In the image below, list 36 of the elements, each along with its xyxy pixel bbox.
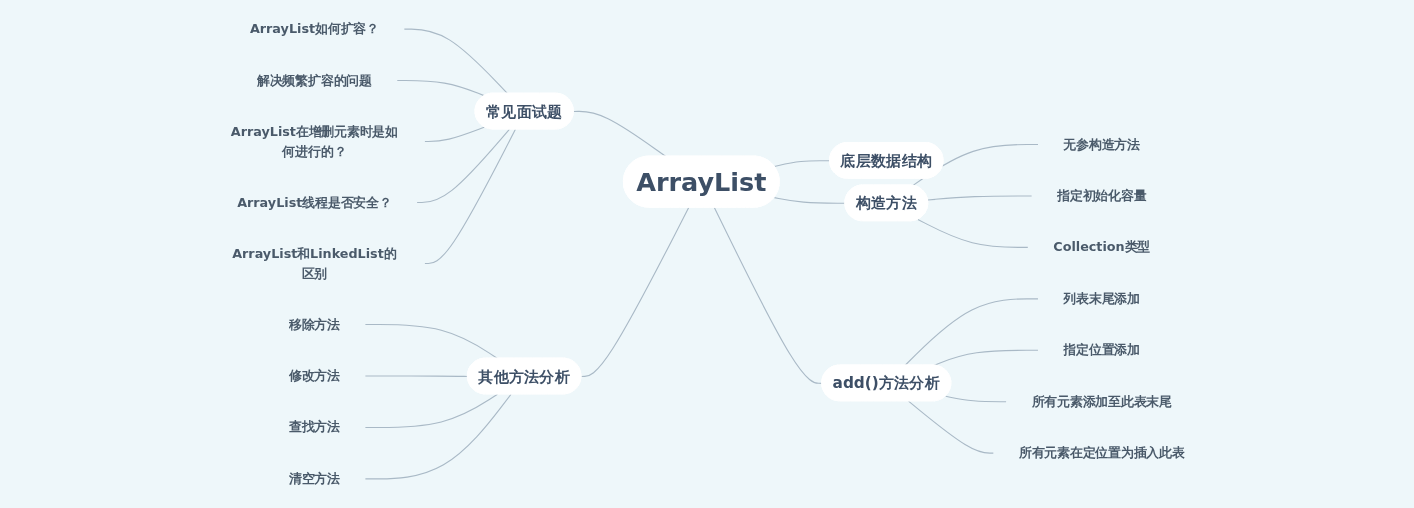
node-text: 列表末尾添加: [1063, 290, 1140, 307]
node-text: 指定初始化容量: [1057, 188, 1147, 204]
connector: [917, 218, 1029, 248]
node-text: 解决频繁扩容的问题: [256, 72, 372, 88]
connector: [907, 400, 994, 454]
node-text: 指定位置添加: [1063, 342, 1140, 358]
node-text: ArrayList线程是否安全？: [237, 194, 392, 210]
connector: [713, 207, 823, 384]
connector: [773, 197, 846, 204]
connector: [904, 298, 1039, 367]
connector: [927, 195, 1033, 201]
connector: [933, 349, 1039, 367]
connector: [364, 375, 469, 377]
node-text: Collection类型: [1053, 239, 1151, 255]
connector: [364, 393, 499, 428]
connector: [364, 324, 499, 360]
connector: [424, 128, 516, 265]
node-text: 所有元素添加至此表末尾: [1031, 393, 1172, 410]
node-text: 无参构造方法: [1063, 136, 1140, 152]
node-text: ArrayList在增删元素时是如何进行的？: [230, 124, 398, 159]
connector: [573, 110, 667, 158]
node-text: 所有元素在定位置为插入此表: [1018, 445, 1185, 461]
connector: [396, 80, 486, 97]
node-text: ArrayList和LinkedList的区别: [232, 246, 397, 281]
connector: [416, 128, 510, 204]
node-text: 查找方法: [288, 419, 340, 435]
node-text: 清空方法: [288, 471, 340, 487]
node-text: ArrayList如何扩容？: [249, 21, 379, 37]
connector: [424, 126, 486, 143]
node-text: 修改方法: [288, 368, 340, 384]
node-text: 移除方法: [288, 316, 340, 333]
connector: [580, 207, 690, 377]
connector: [945, 395, 1007, 403]
connector: [364, 393, 512, 480]
connector: [403, 28, 509, 95]
connector: [773, 160, 831, 168]
